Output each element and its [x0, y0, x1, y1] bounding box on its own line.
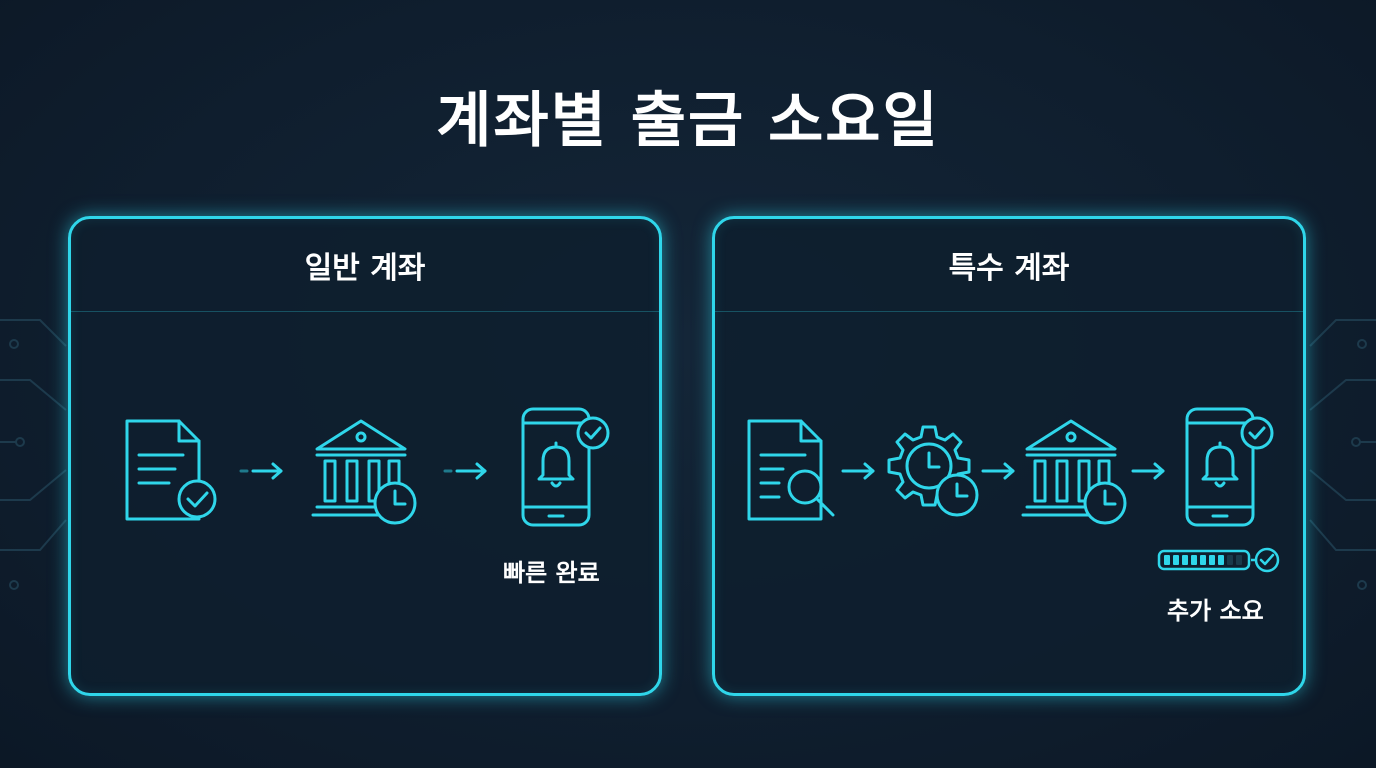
progress-cell — [1191, 555, 1197, 565]
document-search-icon — [745, 417, 845, 527]
panel-header: 특수 계좌 — [715, 219, 1303, 312]
bank-clock-icon — [1021, 415, 1133, 531]
bank-clock-icon — [311, 415, 423, 531]
progress-cell — [1209, 555, 1215, 565]
panel-general-account: 일반 계좌 — [68, 216, 662, 696]
progress-cell — [1200, 555, 1206, 565]
arrow-right-icon — [239, 462, 283, 480]
panel-header: 일반 계좌 — [71, 219, 659, 312]
document-check-icon — [123, 417, 223, 527]
circuit-decoration-right — [1309, 319, 1376, 590]
page-title: 계좌별 출금 소요일 — [436, 86, 940, 156]
progress-cell — [1218, 555, 1224, 565]
phone-bell-check-icon — [519, 405, 615, 531]
arrow-right-icon — [981, 462, 1015, 480]
progress-bar — [1157, 547, 1280, 573]
panel-special-account: 특수 계좌 — [712, 216, 1306, 696]
phone-bell-check-icon — [1183, 405, 1279, 531]
caption-fast-complete: 빠른 완료 — [503, 559, 600, 587]
arrow-right-icon — [841, 462, 875, 480]
check-circle-icon — [1254, 547, 1280, 573]
circuit-decoration-left — [0, 319, 67, 590]
progress-cell — [1182, 555, 1188, 565]
progress-cell — [1227, 555, 1233, 565]
progress-cell — [1173, 555, 1179, 565]
progress-cell — [1236, 555, 1242, 565]
arrow-right-icon — [443, 462, 487, 480]
caption-extra-time: 추가 소요 — [1167, 597, 1264, 625]
arrow-right-icon — [1131, 462, 1165, 480]
progress-cell — [1164, 555, 1170, 565]
gear-clock-icon — [885, 425, 985, 521]
progress-fill — [1164, 555, 1242, 565]
